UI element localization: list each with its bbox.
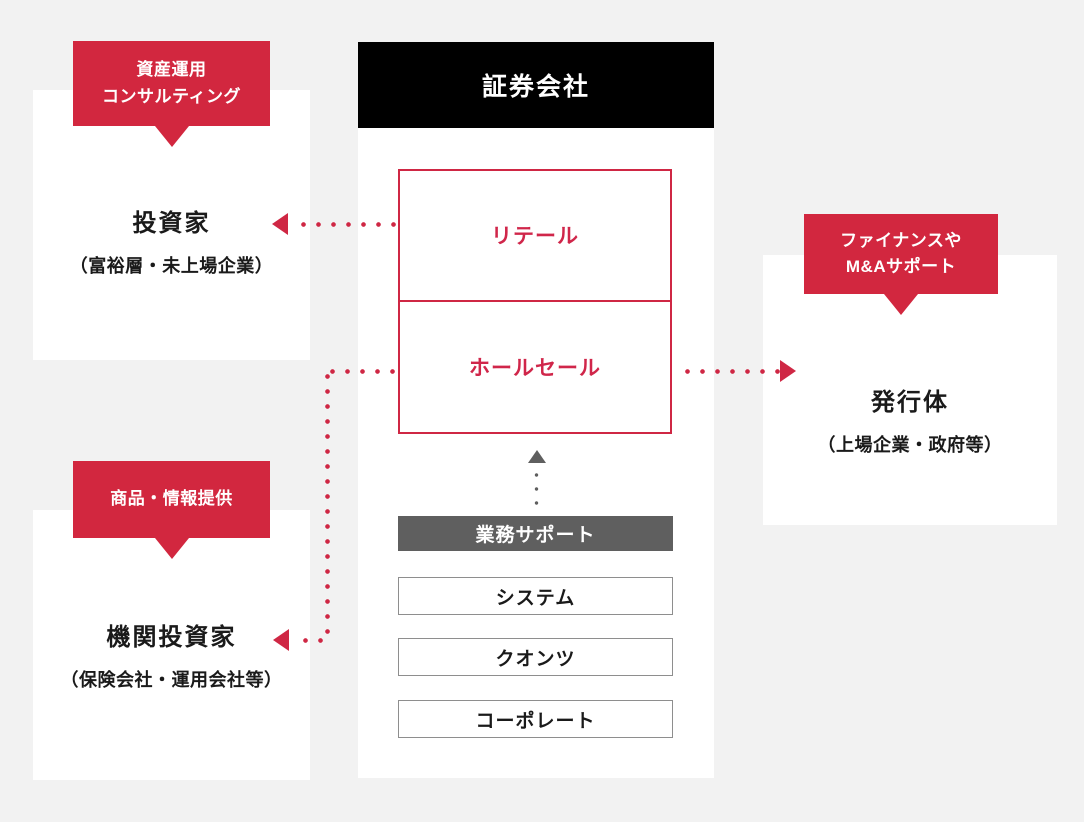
callout-tail-icon bbox=[154, 538, 189, 559]
division-retail[interactable]: リテール bbox=[400, 171, 670, 302]
callout-tail-icon bbox=[154, 126, 189, 147]
connector-retail-to-investor bbox=[296, 222, 398, 227]
support-item-system[interactable]: システム bbox=[398, 577, 673, 615]
support-item-quants[interactable]: クオンツ bbox=[398, 638, 673, 676]
connector-wholesale-to-institutional-segment-1 bbox=[325, 369, 399, 374]
entity-issuer-title: 発行体 bbox=[871, 389, 949, 416]
arrow-right-icon-issuer bbox=[780, 360, 796, 382]
arrow-up-icon bbox=[528, 450, 546, 463]
securities-firm-title: 証券会社 bbox=[481, 73, 590, 101]
callout-finance-line2: M&Aサポート bbox=[845, 257, 957, 276]
entity-investor-subtitle: （富裕層・未上場企業） bbox=[69, 256, 274, 276]
division-wholesale[interactable]: ホールセール bbox=[400, 302, 670, 433]
division-retail-label: リテール bbox=[491, 225, 579, 249]
support-item-system-label: システム bbox=[495, 587, 576, 609]
entity-institutional-investor: 機関投資家 （保険会社・運用会社等） bbox=[33, 617, 310, 692]
support-item-corporate[interactable]: コーポレート bbox=[398, 700, 673, 738]
callout-wealth-line1: 資産運用 bbox=[136, 60, 207, 80]
callout-wealth-line2: コンサルティング bbox=[102, 86, 241, 106]
entity-institutional-investor-title: 機関投資家 bbox=[106, 624, 237, 651]
connector-wholesale-to-issuer bbox=[680, 369, 780, 374]
callout-wealth-management: 資産運用 コンサルティング bbox=[73, 41, 270, 147]
division-wholesale-label: ホールセール bbox=[469, 356, 601, 380]
entity-investor: 投資家 （富裕層・未上場企業） bbox=[33, 203, 310, 278]
entity-issuer: 発行体 （上場企業・政府等） bbox=[763, 382, 1057, 457]
callout-product-line1: 商品・情報提供 bbox=[110, 489, 233, 509]
callout-product-information: 商品・情報提供 bbox=[73, 461, 270, 559]
arrow-left-icon-institutional bbox=[273, 629, 289, 651]
support-main-bar[interactable]: 業務サポート bbox=[398, 516, 673, 551]
entity-institutional-investor-subtitle: （保険会社・運用会社等） bbox=[60, 670, 283, 690]
entity-investor-title: 投資家 bbox=[132, 210, 211, 237]
division-box: リテール ホールセール bbox=[398, 169, 672, 434]
securities-firm-header: 証券会社 bbox=[358, 42, 714, 128]
support-item-corporate-label: コーポレート bbox=[475, 710, 596, 732]
connector-wholesale-to-institutional-segment-3 bbox=[298, 638, 328, 643]
callout-finance-ma-support: ファイナンスや M&Aサポート bbox=[804, 214, 998, 315]
entity-issuer-subtitle: （上場企業・政府等） bbox=[817, 435, 1003, 455]
support-item-quants-label: クオンツ bbox=[495, 648, 576, 670]
support-main-label: 業務サポート bbox=[475, 525, 596, 546]
callout-tail-icon bbox=[884, 294, 918, 315]
connector-wholesale-to-institutional-segment-2 bbox=[325, 369, 330, 641]
dotted-line bbox=[534, 468, 539, 512]
support-to-wholesale-arrow-icon bbox=[525, 450, 549, 512]
arrow-left-icon-investor bbox=[272, 213, 288, 235]
callout-finance-line1: ファイナンスや bbox=[840, 230, 962, 250]
